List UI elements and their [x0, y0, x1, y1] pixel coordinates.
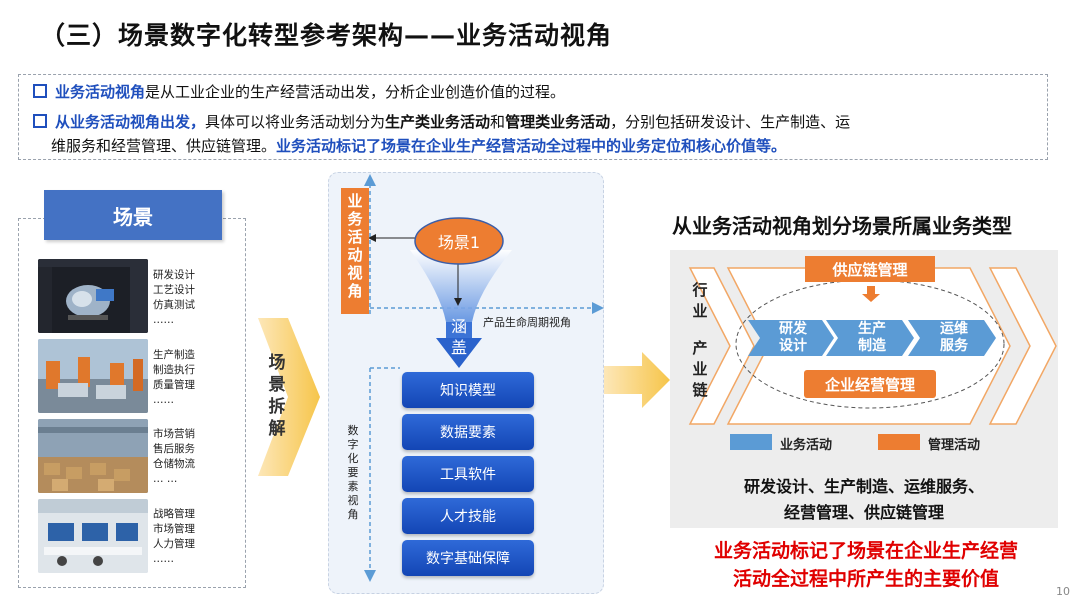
element-tool-software: 工具软件 [402, 456, 534, 492]
legend-management-activity: 管理活动 [928, 438, 981, 453]
page-number: 10 [1056, 585, 1070, 598]
decompose-label: 场景拆解 [268, 353, 286, 439]
scene-item-marketing: 市场营销 售后服务 仓储物流 … … [153, 428, 195, 485]
intro-line1-lead: 业务活动视角 [55, 83, 146, 101]
business-type-title: 从业务活动视角划分场景所属业务类型 [672, 214, 1012, 238]
industry-chain-label: 产业链 [692, 339, 708, 399]
scene-item-strategy: 战略管理 市场管理 人力管理 …… [153, 508, 195, 565]
intro-line2-lead: 从业务活动视角出发， [55, 113, 206, 131]
middle-diagram-lines [364, 174, 604, 582]
cover-label: 涵盖 [450, 317, 467, 357]
scene-item-production: 生产制造 制造执行 质量管理 …… [153, 349, 195, 406]
bullet-square-icon [33, 84, 47, 98]
business-view-label: 业务活动视角 [341, 188, 369, 314]
office-image [38, 499, 148, 573]
intro-line2-part1: 具体可以将业务活动划分为 [205, 113, 386, 131]
activity-rd-design-label: 研发设计 [779, 321, 807, 354]
activity-rd-design: 研发设计 [758, 320, 828, 356]
element-knowledge-model: 知识模型 [402, 372, 534, 408]
intro-box: 业务活动视角是从工业企业的生产经营活动出发，分析企业创造价值的过程。 从业务活动… [18, 74, 1048, 160]
product-lifecycle-view-label: 产品生命周期视角 [483, 316, 571, 329]
business-summary: 研发设计、生产制造、运维服务、 经营管理、供应链管理 [670, 474, 1058, 526]
production-line-image [38, 339, 148, 413]
right-arrow-icon [604, 352, 670, 408]
intro-line-1: 业务活动视角是从工业企业的生产经营活动出发，分析企业创造价值的过程。 [33, 80, 565, 104]
intro-management-activity: 管理类业务活动 [505, 113, 611, 131]
intro-production-activity: 生产类业务活动 [385, 113, 491, 131]
warehouse-image [38, 419, 148, 493]
scene-node-ellipse [414, 217, 504, 265]
industry-label: 行业 [692, 281, 708, 320]
value-chain-diagram [688, 267, 1057, 450]
conclusion-line1: 业务活动标记了场景在企业生产经营 [713, 540, 1018, 562]
intro-line-2: 从业务活动视角出发，具体可以将业务活动划分为生产类业务活动和管理类业务活动，分别… [33, 110, 850, 134]
business-management: 企业经营管理 [804, 370, 936, 398]
intro-line2-part2: 和 [490, 113, 506, 131]
element-digital-infrastructure: 数字基础保障 [402, 540, 534, 576]
activity-production: 生产制造 [836, 320, 908, 356]
activity-maintenance: 运维服务 [918, 320, 990, 356]
page-title: （三）场景数字化转型参考架构——业务活动视角 [40, 21, 613, 50]
rd-design-image [38, 259, 148, 333]
element-data: 数据要素 [402, 414, 534, 450]
conclusion-line2: 活动全过程中所产生的主要价值 [732, 568, 999, 590]
digital-element-view-label: 数字化要素视角 [347, 424, 359, 521]
intro-line3-text: 维服务和经营管理、供应链管理。 [51, 137, 277, 155]
bullet-square-icon [33, 114, 47, 128]
intro-line1-rest: 是从工业企业的生产经营活动出发，分析企业创造价值的过程。 [145, 83, 566, 101]
business-summary-line1: 研发设计、生产制造、运维服务、 [743, 477, 984, 496]
legend-business-activity: 业务活动 [780, 438, 833, 453]
intro-emphasis: 业务活动标记了场景在企业生产经营活动全过程中的业务定位和核心价值等。 [276, 137, 787, 155]
intro-line2-part3: ，分别包括研发设计、生产制造、运 [610, 113, 851, 131]
element-talent-skills: 人才技能 [402, 498, 534, 534]
scene-item-rd: 研发设计 工艺设计 仿真测试 …… [153, 269, 195, 326]
activity-maintenance-label: 运维服务 [940, 321, 968, 354]
intro-line-3: 维服务和经营管理、供应链管理。业务活动标记了场景在企业生产经营活动全过程中的业务… [51, 134, 786, 158]
business-summary-line2: 经营管理、供应链管理 [783, 503, 944, 522]
scene-node-label: 场景1 [437, 233, 481, 252]
conclusion-text: 业务活动标记了场景在企业生产经营 活动全过程中所产生的主要价值 [660, 537, 1072, 593]
supply-chain-management: 供应链管理 [805, 256, 935, 282]
activity-production-label: 生产制造 [858, 321, 886, 354]
scene-title: 场景 [44, 190, 222, 240]
decompose-chevron-arrow [258, 318, 320, 476]
